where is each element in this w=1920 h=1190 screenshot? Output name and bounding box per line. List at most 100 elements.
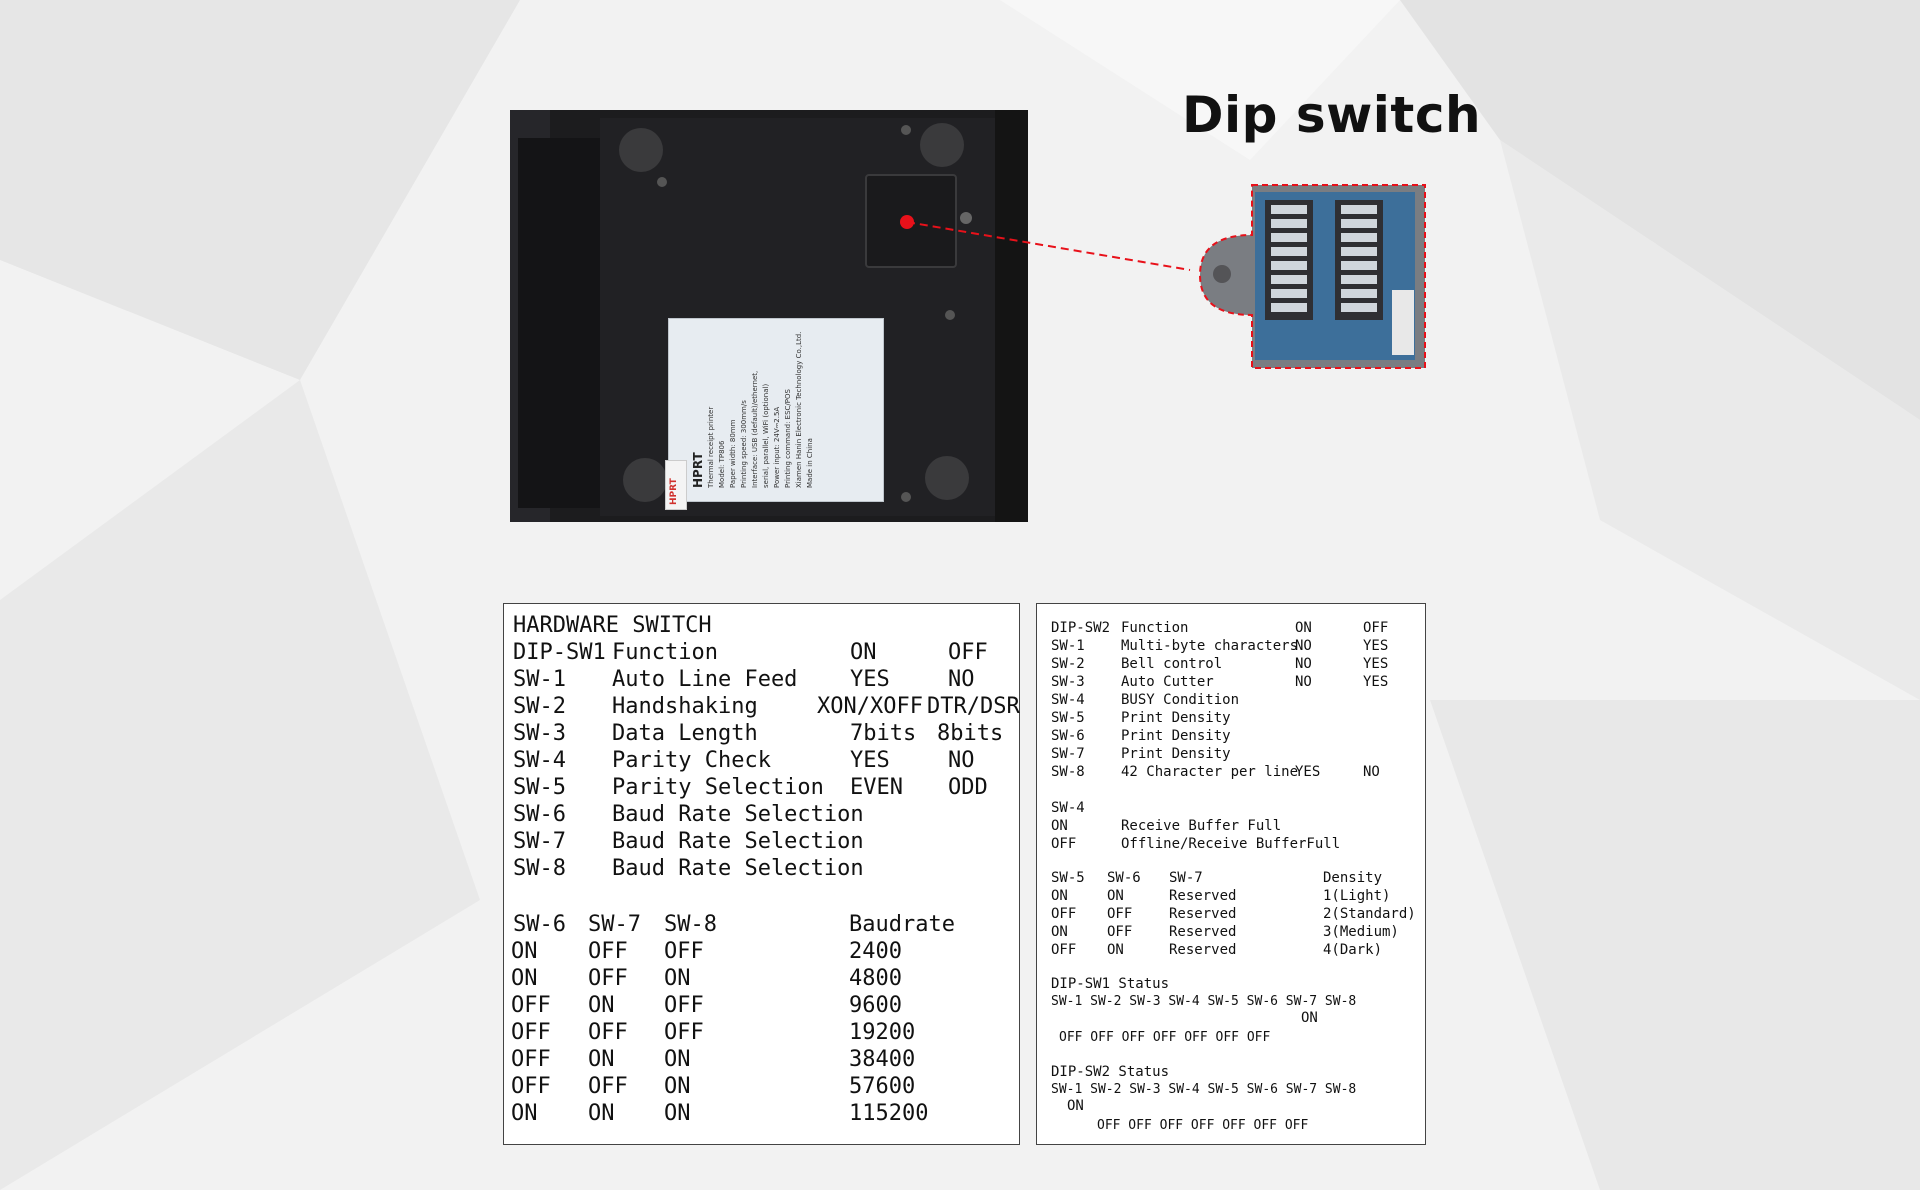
table-cell: ON [588, 993, 615, 1018]
header-cell: SW-7 [1169, 870, 1203, 886]
status-row: OFF OFF OFF OFF OFF OFF OFF [1097, 1118, 1309, 1133]
table-cell: SW-5 [1051, 710, 1085, 726]
status-row: ON [1301, 1010, 1318, 1026]
table-cell: OFF [511, 1074, 551, 1099]
dip-sw2-table: DIP-SW2 Function ON OFF SW-1 Multi-byte … [1036, 603, 1426, 1145]
table-cell: OFF [664, 939, 704, 964]
table-cell: ON [664, 1047, 691, 1072]
status-row: OFF OFF OFF OFF OFF OFF OFF [1059, 1030, 1271, 1045]
table-cell: 38400 [849, 1047, 916, 1072]
table-cell: SW-6 [1051, 728, 1085, 744]
status-row: SW-1 SW-2 SW-3 SW-4 SW-5 SW-6 SW-7 SW-8 [1051, 994, 1357, 1009]
table-cell: SW-3 [1051, 674, 1085, 690]
table-cell: ON [588, 1047, 615, 1072]
table-cell: 42 Character per line [1121, 764, 1299, 780]
table-cell: Print Density [1121, 710, 1231, 726]
section-title: DIP-SW2 Status [1051, 1064, 1170, 1080]
table-cell: OFF [588, 939, 628, 964]
table-cell: 3(Medium) [1323, 924, 1399, 940]
table-cell: ON [1051, 888, 1068, 904]
table-cell: SW-7 [513, 829, 566, 854]
table-cell: YES [1363, 656, 1389, 672]
table-cell: 57600 [849, 1074, 916, 1099]
table-cell: Auto Line Feed [612, 667, 798, 692]
foot-icon [619, 128, 663, 172]
printer-label [668, 318, 884, 502]
table-cell: 7bits [850, 721, 917, 746]
table-cell: ON [588, 1101, 615, 1126]
table-cell: NO [948, 667, 975, 692]
table-cell: YES [1363, 674, 1389, 690]
table-cell: SW-2 [513, 694, 566, 719]
hardware-switch-table: HARDWARE SWITCH DIP-SW1 Function ON OFF … [503, 603, 1020, 1145]
table-cell: YES [850, 667, 890, 692]
header-cell: DIP-SW1 [513, 640, 606, 665]
table-cell: Bell control [1121, 656, 1223, 672]
header-cell: SW-6 [513, 912, 566, 937]
table-heading: HARDWARE SWITCH [513, 613, 712, 638]
table-cell: OFF [1051, 906, 1077, 922]
table-cell: XON/XOFF [817, 694, 923, 719]
table-cell: ON [1051, 818, 1068, 834]
header-cell: SW-5 [1051, 870, 1085, 886]
table-cell: 8bits [937, 721, 1004, 746]
table-cell: Baud Rate Selection [612, 802, 864, 827]
table-cell: NO [1363, 764, 1380, 780]
table-cell: 19200 [849, 1020, 916, 1045]
table-cell: OFF [588, 1020, 628, 1045]
table-cell: OFF [664, 1020, 704, 1045]
header-cell: Baudrate [849, 912, 955, 937]
table-cell: YES [850, 748, 890, 773]
table-cell: SW-4 [513, 748, 566, 773]
foot-icon [623, 458, 667, 502]
table-cell: NO [1295, 674, 1312, 690]
table-cell: Parity Selection [612, 775, 824, 800]
table-cell: ON [1051, 924, 1068, 940]
table-cell: ON [1107, 942, 1124, 958]
table-cell: SW-1 [513, 667, 566, 692]
table-cell: SW-2 [1051, 656, 1085, 672]
table-cell: OFF [1107, 924, 1133, 940]
header-cell: Function [612, 640, 718, 665]
header-cell: Function [1121, 620, 1189, 636]
table-cell: Reserved [1169, 906, 1237, 922]
table-cell: ON [664, 966, 691, 991]
table-cell: SW-6 [513, 802, 566, 827]
table-cell: YES [1363, 638, 1389, 654]
table-cell: Baud Rate Selection [612, 856, 864, 881]
callout-line [906, 221, 1191, 271]
page-title: Dip switch [1182, 86, 1482, 144]
table-cell: ODD [948, 775, 988, 800]
table-cell: Reserved [1169, 888, 1237, 904]
table-cell: Handshaking [612, 694, 758, 719]
table-cell: SW-5 [513, 775, 566, 800]
section-title: SW-4 [1051, 800, 1085, 816]
table-cell: Offline/Receive BufferFull [1121, 836, 1341, 852]
table-cell: 2400 [849, 939, 902, 964]
table-cell: DTR/DSR [927, 694, 1020, 719]
table-cell: OFF [1107, 906, 1133, 922]
brand-logo: HPRT [691, 452, 705, 488]
table-cell: SW-3 [513, 721, 566, 746]
table-cell: BUSY Condition [1121, 692, 1240, 708]
table-cell: ON [664, 1074, 691, 1099]
table-cell: 115200 [849, 1101, 929, 1126]
table-cell: ON [511, 966, 538, 991]
table-cell: SW-8 [513, 856, 566, 881]
table-cell: Reserved [1169, 942, 1237, 958]
table-cell: NO [1295, 656, 1312, 672]
status-row: ON [1067, 1098, 1084, 1114]
table-cell: OFF [1051, 942, 1077, 958]
table-cell: YES [1295, 764, 1321, 780]
table-cell: OFF [511, 1020, 551, 1045]
status-row: SW-1 SW-2 SW-3 SW-4 SW-5 SW-6 SW-7 SW-8 [1051, 1082, 1357, 1097]
table-cell: Reserved [1169, 924, 1237, 940]
table-cell: Print Density [1121, 746, 1231, 762]
foot-icon [920, 123, 964, 167]
table-cell: OFF [511, 1047, 551, 1072]
table-cell: OFF [588, 1074, 628, 1099]
foot-icon [925, 456, 969, 500]
printer-label-text: HPRT Thermal receipt printer Model: TP80… [690, 328, 816, 488]
header-cell: ON [1295, 620, 1312, 636]
